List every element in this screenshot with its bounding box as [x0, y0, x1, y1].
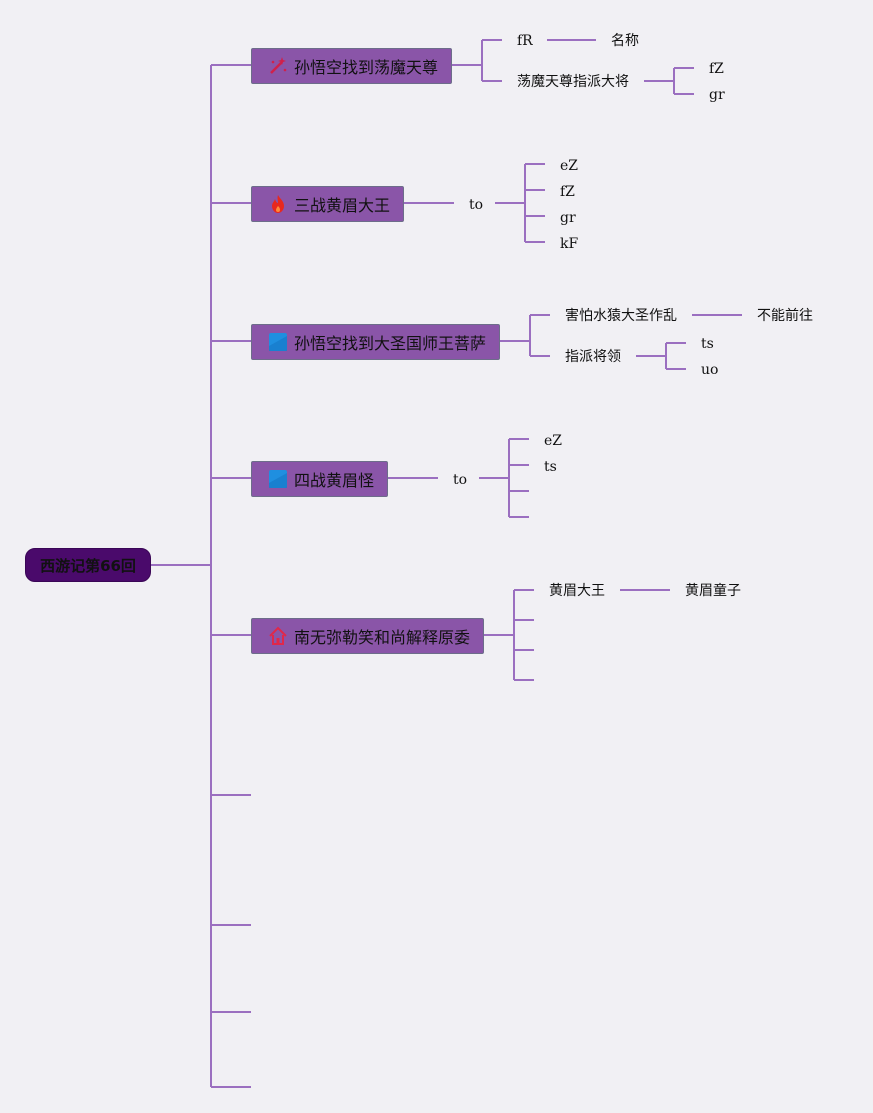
leaf-node[interactable]: 指派将领 — [565, 349, 621, 365]
branch-node[interactable]: 三战黄眉大王 — [251, 186, 404, 222]
branch-label: 南无弥勒笑和尚解释原委 — [294, 628, 471, 647]
branch-node[interactable]: 孙悟空找到荡魔天尊 — [251, 48, 452, 84]
leaf-node[interactable]: 黄眉童子 — [685, 583, 741, 599]
leaf-node[interactable]: eZ — [560, 158, 579, 174]
magic-wand-icon — [268, 56, 288, 76]
leaf-node[interactable]: 荡魔天尊指派大将 — [517, 74, 629, 90]
leaf-node[interactable]: fR — [517, 33, 533, 49]
leaf-node[interactable]: 黄眉大王 — [549, 583, 605, 599]
branch-label: 孙悟空找到荡魔天尊 — [294, 58, 439, 77]
leaf-node[interactable]: ts — [701, 336, 714, 352]
leaf-node[interactable]: fZ — [709, 61, 724, 77]
fire-icon — [268, 194, 288, 214]
leaf-node[interactable]: ts — [544, 459, 557, 475]
root-node[interactable]: 西游记第66回 — [25, 548, 151, 582]
leaf-node[interactable]: 不能前往 — [757, 308, 813, 324]
branch-label: 三战黄眉大王 — [294, 196, 391, 215]
leaf-node[interactable]: to — [453, 472, 468, 488]
leaf-node[interactable]: 害怕水猿大圣作乱 — [565, 308, 677, 324]
leaf-node[interactable]: uo — [701, 362, 719, 378]
leaf-node[interactable]: eZ — [544, 433, 563, 449]
branch-node[interactable]: 孙悟空找到大圣国师王菩萨 — [251, 324, 500, 360]
branch-label: 孙悟空找到大圣国师王菩萨 — [294, 334, 487, 353]
leaf-node[interactable]: to — [469, 197, 484, 213]
branch-node[interactable]: 南无弥勒笑和尚解释原委 — [251, 618, 484, 654]
root-label: 西游记第66回 — [40, 556, 136, 575]
leaf-node[interactable]: gr — [560, 210, 576, 226]
branch-node[interactable]: 四战黄眉怪 — [251, 461, 388, 497]
house-icon — [268, 626, 288, 646]
leaf-node[interactable]: 名称 — [611, 33, 639, 49]
leaf-node[interactable]: gr — [709, 87, 725, 103]
flag-icon — [268, 332, 288, 352]
flag-icon — [268, 469, 288, 489]
leaf-node[interactable]: kF — [560, 236, 579, 252]
leaf-node[interactable]: fZ — [560, 184, 575, 200]
branch-label: 四战黄眉怪 — [294, 471, 375, 490]
